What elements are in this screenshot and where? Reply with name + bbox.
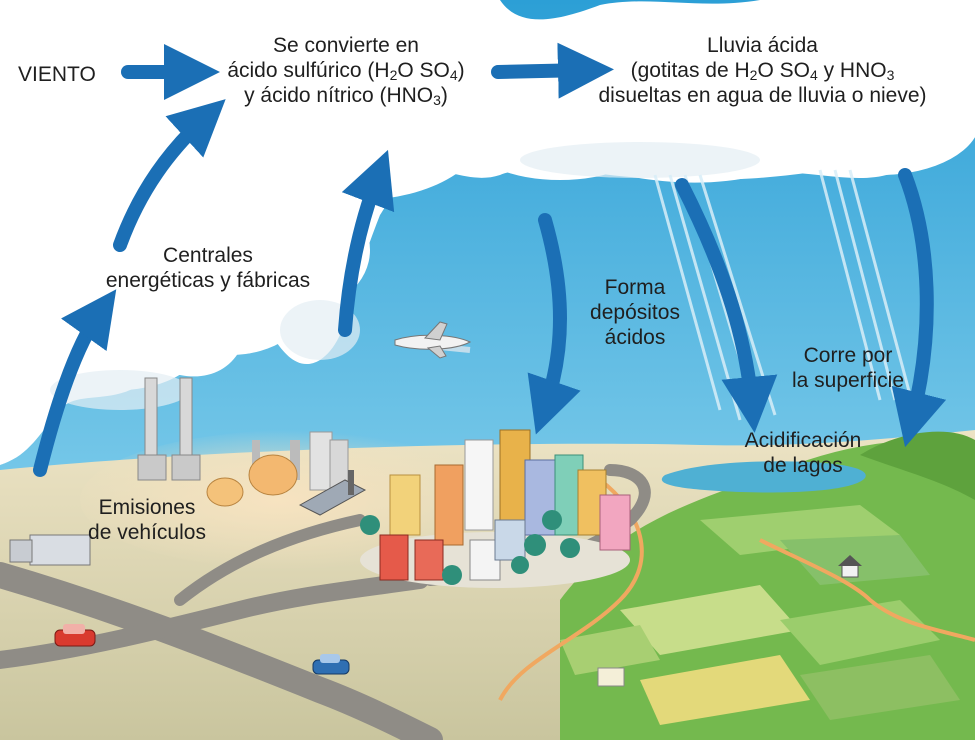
arrow-to-rain: [491, 42, 614, 99]
building-icon: [379, 534, 409, 581]
building-icon: [464, 439, 494, 531]
flow-arrows: [33, 42, 947, 477]
label-lluvia: Lluvia ácida (gotitas de H2O SO4 y HNO3 …: [575, 33, 950, 108]
label-viento-text: VIENTO: [18, 63, 96, 86]
label-convierte-line2: ácido sulfúrico (H2O SO4): [227, 59, 465, 83]
label-centrales-line2: energéticas y fábricas: [105, 269, 311, 292]
label-emisiones: Emisiones de vehículos: [62, 495, 232, 545]
car-icon: [54, 624, 96, 647]
building-icon: [434, 464, 464, 546]
cloud: [0, 0, 975, 465]
label-lluvia-line2: (gotitas de H2O SO4 y HNO3: [630, 59, 895, 83]
arrow-right-down: [891, 168, 947, 448]
label-lluvia-line3: disueltas en agua de lluvia o nieve): [598, 84, 927, 107]
label-corre: Corre por la superficie: [768, 343, 928, 393]
label-deposits-line1: Forma: [604, 276, 666, 299]
building-icon: [414, 539, 444, 581]
label-viento: VIENTO: [18, 62, 96, 87]
arrow-rain-down: [675, 178, 778, 433]
label-centrales-line1: Centrales: [163, 244, 253, 267]
label-acidificacion-line1: Acidificación: [744, 429, 862, 452]
power-plant: [137, 377, 367, 516]
label-emisiones-line2: de vehículos: [88, 521, 206, 544]
city: [360, 429, 631, 588]
label-lluvia-line1: Lluvia ácida: [707, 34, 818, 57]
building-icon: [599, 494, 631, 551]
label-deposits: Forma depósitos ácidos: [575, 275, 695, 350]
building-icon: [389, 474, 421, 536]
airplane-icon: [394, 321, 472, 359]
label-deposits-line2: depósitos: [590, 301, 680, 324]
label-convierte-line3: y ácido nítrico (HNO3): [244, 84, 448, 108]
house-icon: [838, 555, 862, 578]
label-convierte-line1: Se convierte en: [273, 34, 419, 57]
label-corre-line1: Corre por: [803, 344, 893, 367]
label-convierte: Se convierte en ácido sulfúrico (H2O SO4…: [196, 33, 496, 108]
label-deposits-line3: ácidos: [604, 326, 666, 349]
label-centrales: Centrales energéticas y fábricas: [78, 243, 338, 293]
building-icon: [494, 519, 526, 561]
arrow-factory-rise: [338, 149, 395, 337]
fields: [560, 505, 960, 725]
car-icon: [312, 654, 350, 675]
label-emisiones-line1: Emisiones: [98, 496, 196, 519]
label-corre-line2: la superficie: [791, 369, 905, 392]
tree-icon: [360, 510, 580, 585]
arrow-upper-left-rise: [113, 99, 226, 252]
label-acidificacion: Acidificación de lagos: [718, 428, 888, 478]
label-acidificacion-line2: de lagos: [763, 454, 843, 477]
arrow-left-rise: [33, 289, 117, 477]
arrow-deposits: [527, 213, 581, 435]
truck-icon: [9, 534, 91, 566]
lake: [661, 461, 866, 493]
house-icon: [597, 667, 625, 687]
